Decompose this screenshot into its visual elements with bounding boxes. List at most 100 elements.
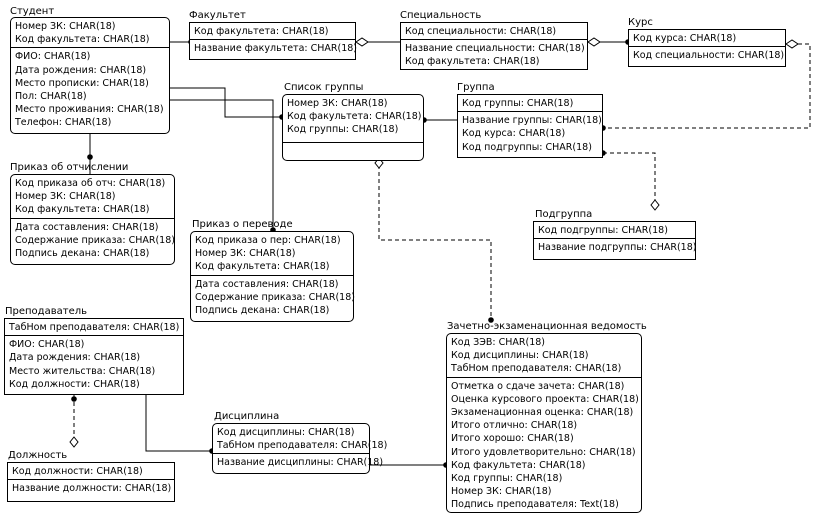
dot-exam-grouplist xyxy=(488,317,494,323)
attribute: Код курса: CHAR(18) xyxy=(633,33,737,44)
attribute: Код факультета: CHAR(18) xyxy=(405,56,540,68)
entity-teacher[interactable]: ТабНом преподавателя: CHAR(18) ФИО: CHAR… xyxy=(4,318,184,395)
entity-student-attrs: ФИО: CHAR(18) Дата рождения: CHAR(18) Ме… xyxy=(11,47,169,130)
attribute: Номер ЗК: CHAR(18) xyxy=(195,248,296,260)
rel-group-subgroup xyxy=(603,152,656,200)
attribute: Код подгруппы: CHAR(18) xyxy=(538,225,668,236)
entity-subgroup-attrs: Название подгруппы: CHAR(18) xyxy=(534,238,697,255)
attribute: Код факультета: CHAR(18) xyxy=(194,26,329,37)
entity-position-title: Должность xyxy=(8,450,68,461)
entity-course-attrs: Код специальности: CHAR(18) xyxy=(629,46,785,63)
attribute: Код группы: CHAR(18) xyxy=(287,124,399,136)
entity-exam-sheet-attrs: Отметка о сдаче зачета: CHAR(18) Оценка … xyxy=(447,376,641,513)
attribute: Код курса: CHAR(18) xyxy=(462,128,566,140)
attribute: Подпись преподавателя: Text(18) xyxy=(451,499,619,511)
attribute: Код приказа о пер: CHAR(18) xyxy=(195,235,341,246)
attribute: Содержание приказа: CHAR(18) xyxy=(15,234,175,246)
diamond-faculty-specialty xyxy=(355,37,369,47)
attribute: Код специальности: CHAR(18) xyxy=(405,26,557,37)
entity-specialty-attrs: Название специальности: CHAR(18) Код фак… xyxy=(401,39,587,69)
entity-expel-order[interactable]: Код приказа об отч: CHAR(18) Номер ЗК: C… xyxy=(10,174,175,265)
attribute: Место прописки: CHAR(18) xyxy=(15,77,149,89)
entity-student[interactable]: Номер ЗК: CHAR(18) Код факультета: CHAR(… xyxy=(10,17,170,134)
attribute: ФИО: CHAR(18) xyxy=(9,339,85,351)
rel-student-transfer xyxy=(170,99,274,230)
entity-specialty[interactable]: Код специальности: CHAR(18) Название спе… xyxy=(400,22,588,70)
diamond-group-subgroup xyxy=(650,199,660,211)
attribute: Итого отлично: CHAR(18) xyxy=(451,420,578,432)
diamond-course-group xyxy=(785,39,799,49)
attribute: Код специальности: CHAR(18) xyxy=(633,50,785,62)
attribute: Номер ЗК: CHAR(18) xyxy=(15,21,116,32)
entity-teacher-attrs: ФИО: CHAR(18) Дата рождения: CHAR(18) Ме… xyxy=(5,335,183,392)
rel-course-group xyxy=(603,43,811,129)
attribute: Пол: CHAR(18) xyxy=(15,90,87,102)
attribute: Итого удовлетворительно: CHAR(18) xyxy=(451,446,636,458)
entity-discipline-title: Дисциплина xyxy=(214,411,280,422)
attribute: Название подгруппы: CHAR(18) xyxy=(538,242,697,254)
attribute: Номер ЗК: CHAR(18) xyxy=(451,486,552,498)
entity-specialty-title: Специальность xyxy=(400,10,482,21)
entity-discipline-keys: Код дисциплины: CHAR(18) ТабНом преподав… xyxy=(213,424,388,453)
entity-transfer-order-title: Приказ о переводе xyxy=(192,219,293,230)
entity-subgroup-keys: Код подгруппы: CHAR(18) xyxy=(534,222,695,238)
attribute: Дата рождения: CHAR(18) xyxy=(15,64,147,76)
entity-group-attrs: Название группы: CHAR(18) Код курса: CHA… xyxy=(458,111,602,155)
entity-discipline-attrs: Название дисциплины: CHAR(18) xyxy=(213,453,384,470)
diamond-teacher-position xyxy=(69,436,79,448)
attribute: Код факультета: CHAR(18) xyxy=(451,459,586,471)
rel-teacher-discipline xyxy=(145,395,212,452)
attribute: Телефон: CHAR(18) xyxy=(15,117,112,129)
entity-course[interactable]: Код курса: CHAR(18) Код специальности: C… xyxy=(628,29,786,67)
entity-position[interactable]: Код должности: CHAR(18) Название должнос… xyxy=(7,462,175,502)
attribute: Подпись декана: CHAR(18) xyxy=(15,247,150,259)
entity-group-list[interactable]: Номер ЗК: CHAR(18) Код факультета: CHAR(… xyxy=(282,94,424,161)
attribute: Дата составления: CHAR(18) xyxy=(15,221,159,233)
dot-expel xyxy=(87,154,93,160)
attribute: Код должности: CHAR(18) xyxy=(9,378,140,390)
entity-group[interactable]: Код группы: CHAR(18) Название группы: CH… xyxy=(457,94,603,158)
attribute: Код факультета: CHAR(18) xyxy=(15,34,150,46)
entity-group-keys: Код группы: CHAR(18) xyxy=(458,95,602,111)
attribute: Экзаменационная оценка: CHAR(18) xyxy=(451,406,634,418)
dot-teacher-position xyxy=(71,396,77,402)
attribute: Отметка о сдаче зачета: CHAR(18) xyxy=(451,380,625,392)
rel-grouplist-exam xyxy=(378,165,492,320)
entity-transfer-order-attrs: Дата составления: CHAR(18) Содержание пр… xyxy=(191,274,355,319)
entity-course-keys: Код курса: CHAR(18) xyxy=(629,30,785,46)
entity-group-list-keys: Номер ЗК: CHAR(18) Код факультета: CHAR(… xyxy=(283,95,423,142)
attribute: Код дисциплины: CHAR(18) xyxy=(217,427,355,438)
attribute: Название группы: CHAR(18) xyxy=(462,115,602,127)
entity-expel-order-title: Приказ об отчислении xyxy=(10,162,129,173)
attribute: Код факультета: CHAR(18) xyxy=(15,204,150,216)
entity-expel-order-attrs: Дата составления: CHAR(18) Содержание пр… xyxy=(11,217,175,262)
attribute: Код должности: CHAR(18) xyxy=(12,466,143,477)
attribute: Место проживания: CHAR(18) xyxy=(15,104,164,116)
entity-student-title: Студент xyxy=(10,6,55,17)
attribute: Подпись декана: CHAR(18) xyxy=(195,304,330,316)
attribute: Код подгруппы: CHAR(18) xyxy=(462,141,592,153)
entity-expel-order-keys: Код приказа об отч: CHAR(18) Номер ЗК: C… xyxy=(11,175,174,218)
entity-discipline[interactable]: Код дисциплины: CHAR(18) ТабНом преподав… xyxy=(212,423,388,474)
attribute: Код факультета: CHAR(18) xyxy=(195,261,330,273)
entity-teacher-title: Преподаватель xyxy=(5,306,88,317)
entity-subgroup[interactable]: Код подгруппы: CHAR(18) Название подгруп… xyxy=(533,221,696,260)
entity-exam-sheet[interactable]: Код ЗЭВ: CHAR(18) Код дисциплины: CHAR(1… xyxy=(446,333,642,513)
entity-position-attrs: Название должности: CHAR(18) xyxy=(8,479,174,496)
attribute: ТабНом преподавателя: CHAR(18) xyxy=(217,440,388,452)
attribute: ТабНом преподавателя: CHAR(18) xyxy=(9,322,180,333)
entity-faculty[interactable]: Код факультета: CHAR(18) Название факуль… xyxy=(189,22,357,60)
attribute: Код дисциплины: CHAR(18) xyxy=(451,350,589,362)
entity-transfer-order[interactable]: Код приказа о пер: CHAR(18) Номер ЗК: CH… xyxy=(190,231,355,322)
attribute: Место жительства: CHAR(18) xyxy=(9,365,156,377)
diamond-specialty-course xyxy=(587,37,601,47)
attribute: Название дисциплины: CHAR(18) xyxy=(217,457,384,469)
attribute: Код приказа об отч: CHAR(18) xyxy=(15,178,166,189)
attribute: Название факультета: CHAR(18) xyxy=(194,43,357,55)
attribute: ФИО: CHAR(18) xyxy=(15,51,91,63)
entity-teacher-keys: ТабНом преподавателя: CHAR(18) xyxy=(5,319,183,335)
attribute: Название должности: CHAR(18) xyxy=(12,483,172,495)
attribute: Номер ЗК: CHAR(18) xyxy=(15,191,116,203)
attribute: Содержание приказа: CHAR(18) xyxy=(195,291,355,303)
